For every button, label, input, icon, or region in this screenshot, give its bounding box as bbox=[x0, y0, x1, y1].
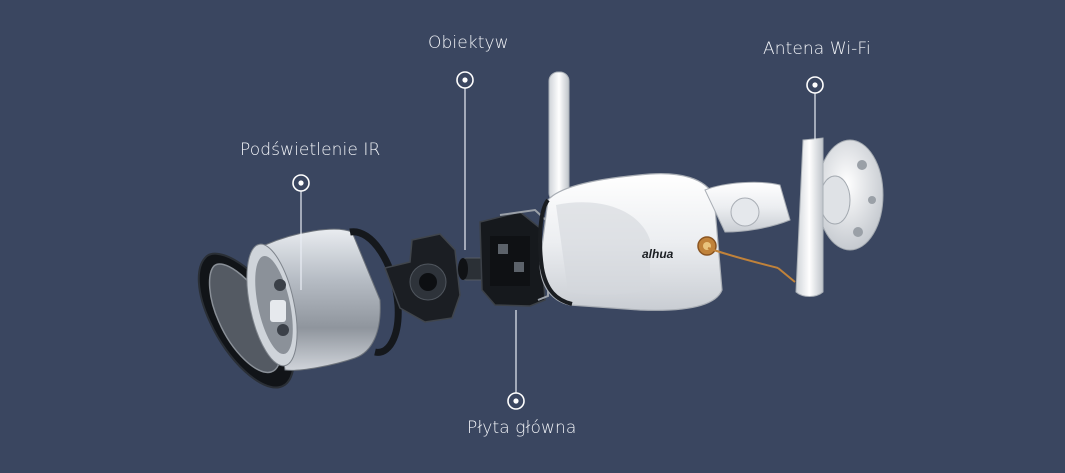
lens-bracket bbox=[383, 233, 461, 323]
callout-label-antenna: Antena Wi-Fi bbox=[763, 39, 871, 59]
mount-arm bbox=[704, 181, 791, 233]
callout-marker-board bbox=[507, 392, 525, 410]
brand-logo: alhua bbox=[642, 247, 674, 261]
callout-marker-antenna bbox=[806, 76, 824, 94]
callout-label-board: Płyta główna bbox=[467, 418, 577, 438]
callout-lines bbox=[300, 88, 816, 393]
main-board bbox=[479, 208, 549, 307]
wifi-antenna-side bbox=[777, 137, 824, 297]
callout-label-lens: Obiektyw bbox=[428, 33, 509, 53]
camera-body: alhua bbox=[538, 173, 723, 311]
ir-housing bbox=[246, 228, 381, 371]
callout-label-ir: Podświetlenie IR bbox=[240, 140, 381, 160]
callout-marker-lens bbox=[456, 71, 474, 89]
wall-mount bbox=[816, 139, 884, 251]
callout-marker-ir bbox=[292, 174, 310, 192]
wifi-antenna-top bbox=[548, 71, 570, 203]
antenna-cable bbox=[707, 247, 779, 269]
rubber-gasket bbox=[349, 228, 402, 356]
